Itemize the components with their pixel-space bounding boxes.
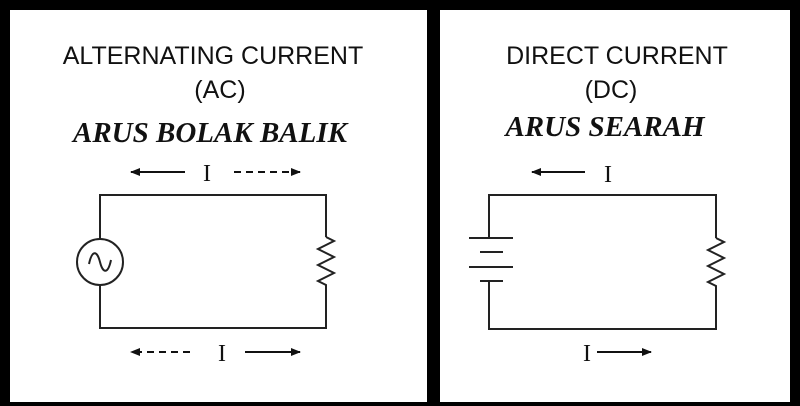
dc-current-label-bottom: I (583, 341, 591, 367)
ac-translation: ARUS BOLAK BALIK (71, 117, 349, 149)
dc-battery-icon (469, 237, 513, 282)
ac-circuit-wire (99, 194, 327, 329)
ac-current-label-bottom: I (218, 341, 226, 367)
ac-current-label-top: I (203, 161, 211, 187)
dc-abbr: (DC) (585, 76, 638, 104)
dc-current-label-top: I (604, 162, 612, 188)
dc-resistor-icon (705, 237, 727, 290)
ac-title: ALTERNATING CURRENT (63, 42, 363, 70)
dc-panel (440, 10, 790, 402)
dc-translation: ARUS SEARAH (503, 111, 706, 143)
dc-title: DIRECT CURRENT (506, 42, 728, 70)
ac-source-icon (76, 238, 124, 286)
dc-circuit-wire (488, 194, 717, 330)
ac-abbr: (AC) (194, 76, 245, 104)
ac-resistor-icon (315, 236, 337, 290)
ac-panel (10, 10, 427, 402)
